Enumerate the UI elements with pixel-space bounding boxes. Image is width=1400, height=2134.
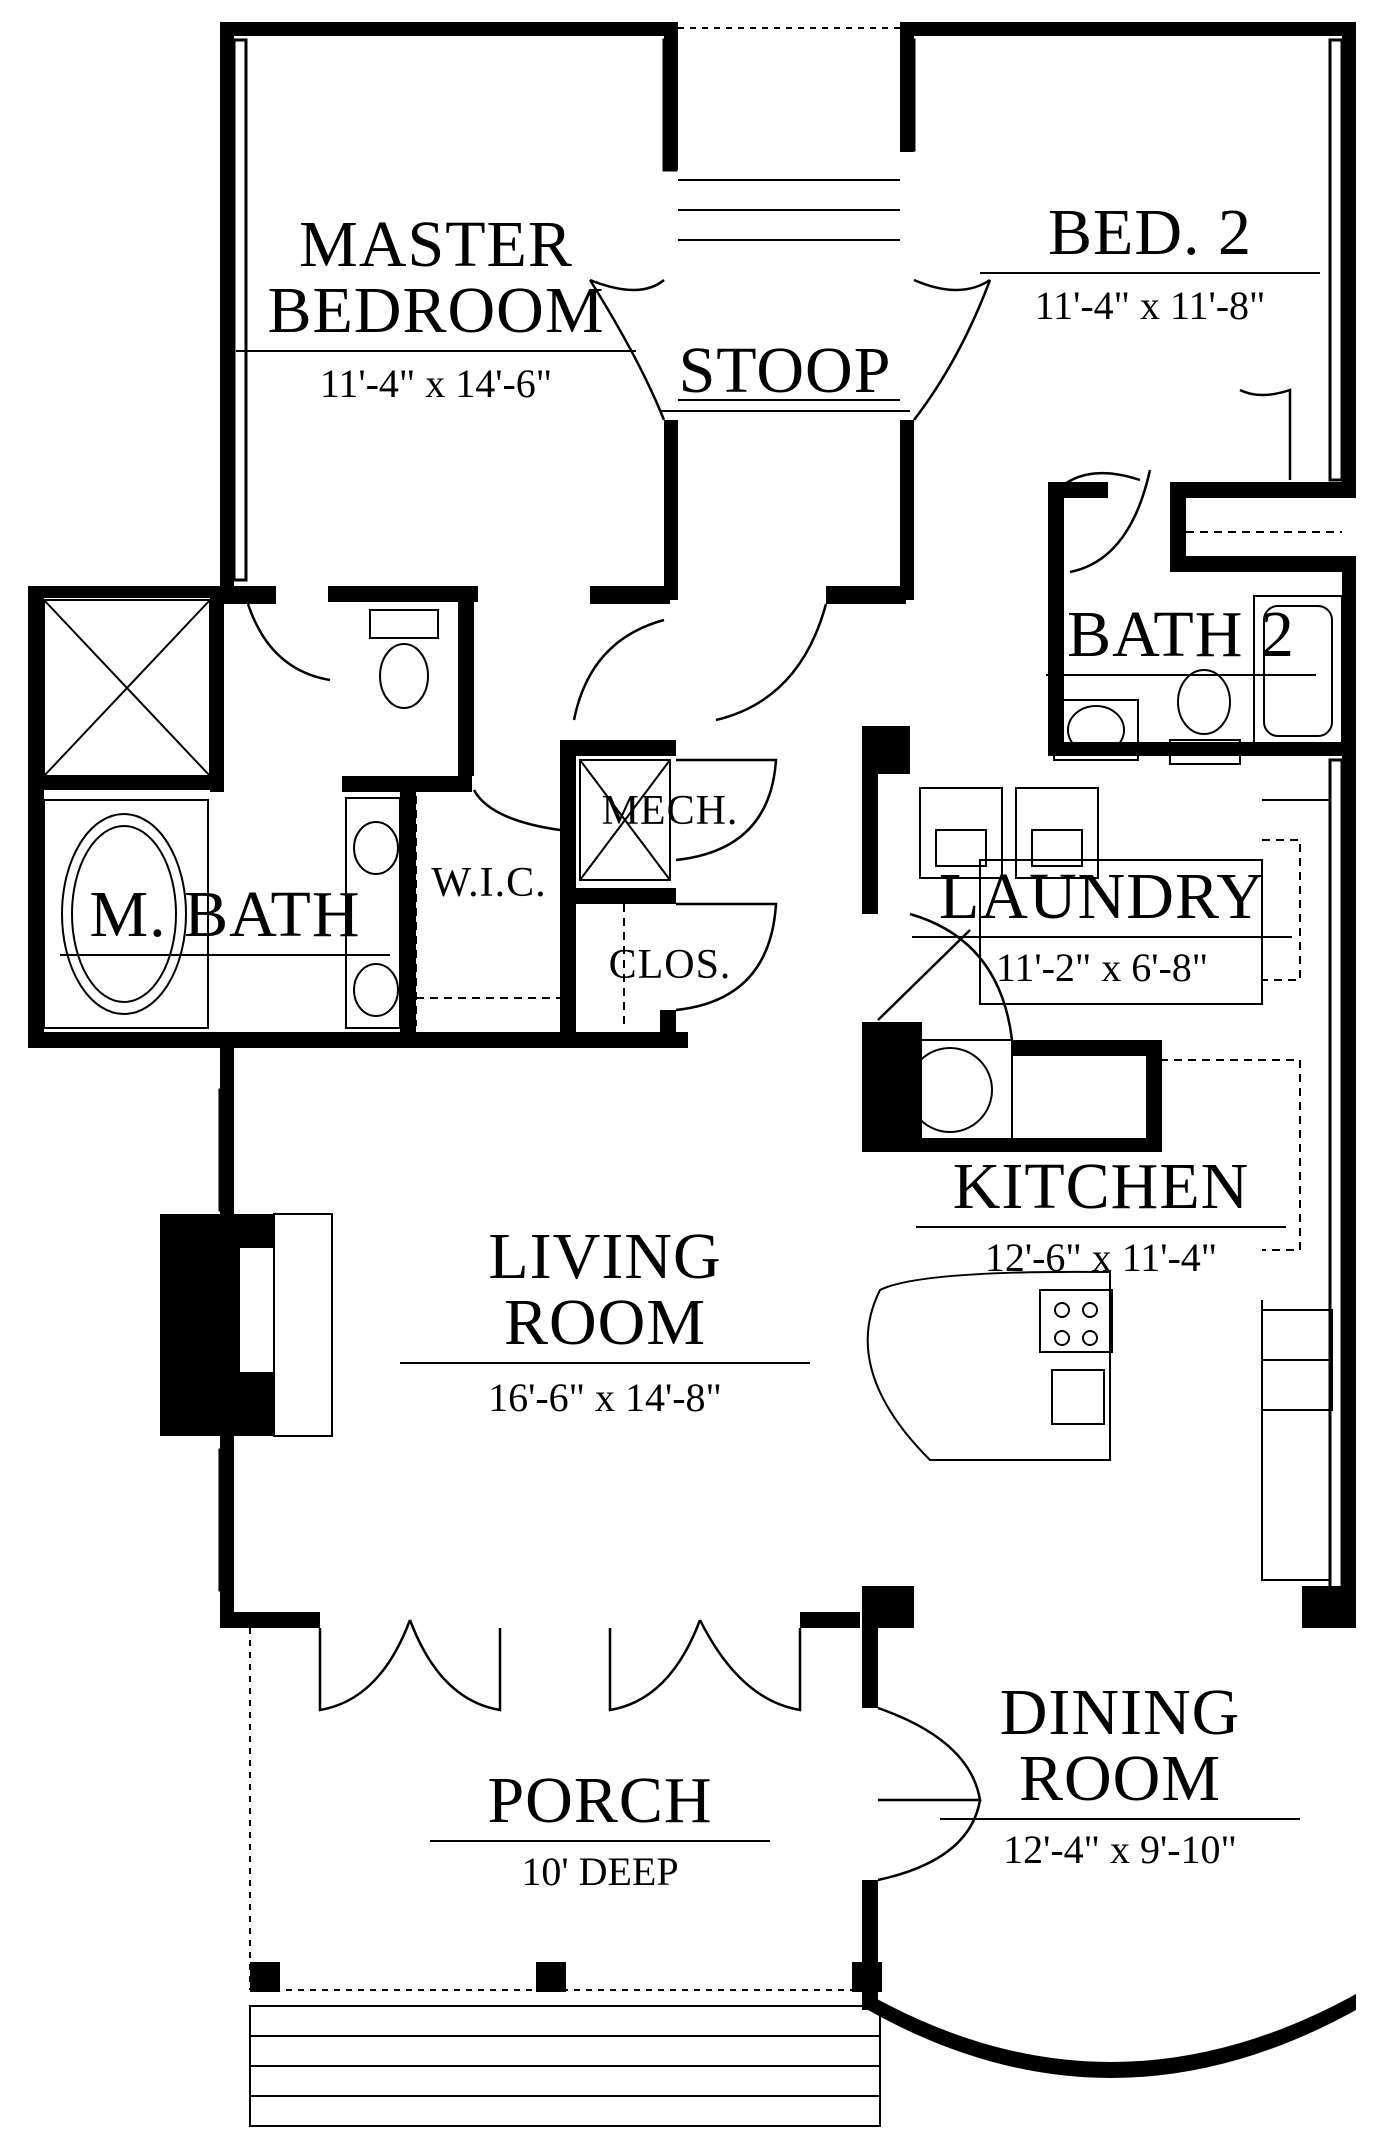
doors	[246, 278, 1292, 1882]
room-dimensions: 12'-4" x 9'-10"	[1003, 1827, 1237, 1872]
room-name-line: PORCH	[430, 1768, 770, 1842]
fixtures	[43, 531, 1343, 2127]
room-dimensions: 11'-4" x 14'-6"	[319, 361, 553, 406]
room-dimensions: 12'-6" x 11'-4"	[984, 1235, 1218, 1280]
room-label-living-room: LIVING ROOM 16'-6" x 14'-8"	[400, 1224, 810, 1418]
room-label-bath-2: BATH 2	[1046, 602, 1316, 676]
room-label-master-bedroom: MASTER BEDROOM 11'-4" x 14'-6"	[236, 212, 636, 404]
room-label-mech: MECH.	[580, 790, 760, 832]
room-name-line: BED. 2	[980, 200, 1320, 274]
room-dimensions: 11'-4" x 11'-8"	[1034, 283, 1266, 328]
room-dimensions: 16'-6" x 14'-8"	[488, 1375, 722, 1420]
room-name-line: W.I.C.	[431, 860, 547, 906]
room-name-line: STOOP	[660, 338, 910, 412]
room-name-line: ROOM	[400, 1290, 810, 1364]
room-label-dining-room: DINING ROOM 12'-4" x 9'-10"	[940, 1680, 1300, 1870]
room-name-line: CLOS.	[608, 942, 732, 988]
room-name-line: MASTER	[299, 208, 573, 281]
room-label-bed-2: BED. 2 11'-4" x 11'-8"	[980, 200, 1320, 326]
room-dimensions: 10' DEEP	[521, 1849, 679, 1894]
exterior-walls	[28, 22, 1356, 2078]
room-label-m-bath: M. BATH	[60, 882, 390, 956]
room-name-line: M. BATH	[60, 882, 390, 956]
room-name-line: LAUNDRY	[912, 864, 1292, 938]
room-label-kitchen: KITCHEN 12'-6" x 11'-4"	[916, 1154, 1286, 1278]
room-name-line: DINING	[999, 1676, 1241, 1749]
room-label-laundry: LAUNDRY 11'-2" x 6'-8"	[912, 864, 1292, 988]
room-name-line: BATH 2	[1046, 602, 1316, 676]
room-label-wic: W.I.C.	[414, 862, 564, 904]
room-label-porch: PORCH 10' DEEP	[430, 1768, 770, 1892]
stoop-steps	[678, 27, 900, 401]
room-dimensions: 11'-2" x 6'-8"	[995, 945, 1209, 990]
room-name-line: BEDROOM	[236, 278, 636, 352]
room-label-stoop: STOOP	[660, 338, 910, 412]
room-name-line: KITCHEN	[916, 1154, 1286, 1228]
room-label-clos: CLOS.	[590, 944, 750, 986]
room-name-line: LIVING	[488, 1220, 722, 1293]
room-name-line: MECH.	[601, 788, 739, 834]
room-name-line: ROOM	[940, 1746, 1300, 1820]
